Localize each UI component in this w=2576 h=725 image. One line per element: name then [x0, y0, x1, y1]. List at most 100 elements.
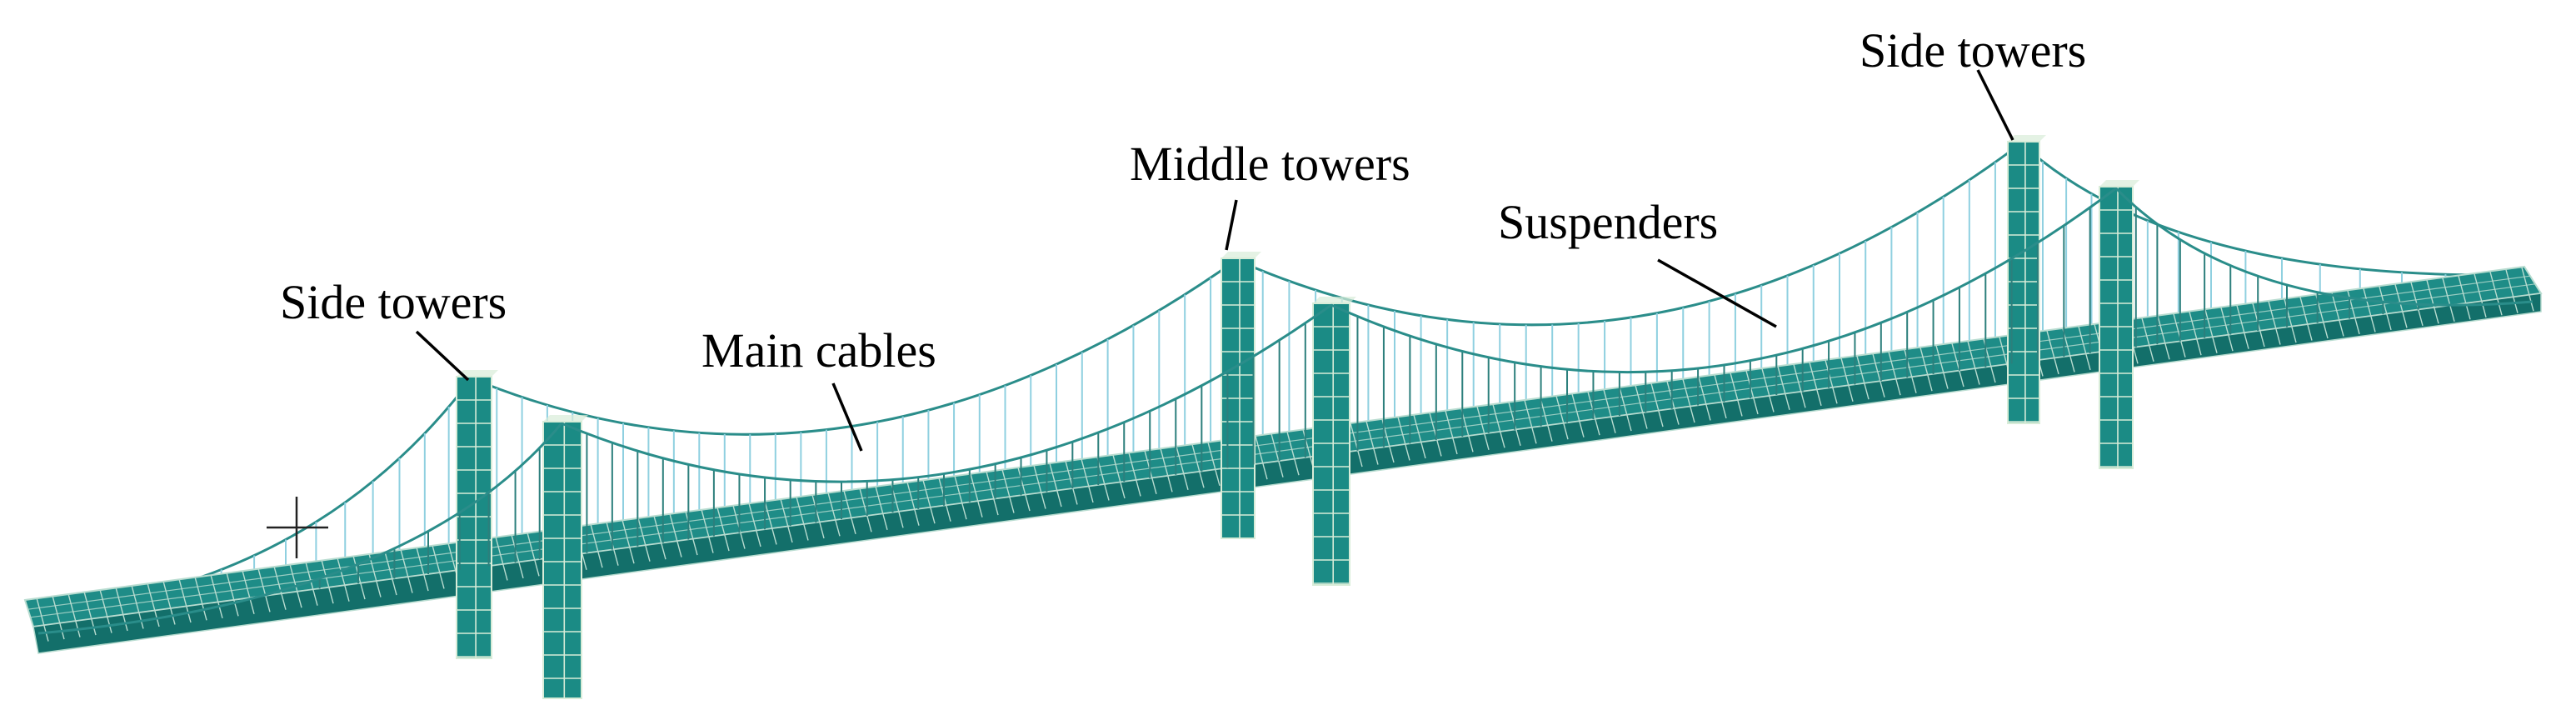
deck-segment-line — [1571, 393, 1585, 438]
deck-segment-line — [970, 473, 983, 518]
leader-suspenders — [1657, 258, 1777, 328]
deck-segment-line — [811, 494, 825, 539]
deck-segment-line — [1445, 410, 1458, 455]
deck-segment-line — [653, 515, 666, 560]
tower-side-right-front — [2099, 180, 2139, 469]
deck-segment-line — [2236, 305, 2249, 349]
deck-segment-line — [1033, 465, 1046, 509]
deck-segment-line — [1365, 421, 1379, 465]
tower-cap — [1313, 297, 1356, 303]
deck-segment-line — [1666, 381, 1680, 425]
deck-segment-line — [1271, 433, 1284, 478]
deck-segment-line — [2474, 273, 2487, 318]
deck-segment-line — [2268, 301, 2281, 345]
deck-segment-line — [210, 574, 223, 619]
deck-segment-line — [511, 534, 524, 579]
deck-segment-line — [2331, 292, 2344, 337]
deck-segment-line — [764, 501, 777, 545]
deck-segment-line — [1809, 362, 1822, 406]
tower-shaft — [456, 376, 492, 659]
deck-segment-line — [1730, 372, 1743, 417]
deck-segment-line — [875, 486, 888, 530]
deck-segment-line — [162, 581, 176, 625]
deck-segment-line — [2442, 278, 2455, 322]
deck-segment-line — [2505, 269, 2519, 313]
leader-lines — [415, 69, 2014, 452]
deck-segment-line — [2458, 276, 2471, 320]
deck-segment-line — [1081, 458, 1094, 503]
deck-segment-line — [2062, 328, 2075, 372]
deck-segment-line — [178, 578, 192, 623]
deck-segment-line — [796, 497, 809, 541]
deck-segment-line — [1682, 378, 1695, 423]
leader-main-cables — [831, 382, 863, 452]
label-suspenders: Suspenders — [1498, 195, 1718, 249]
deck-segment-line — [1065, 461, 1078, 505]
main-cable-front — [561, 303, 1332, 483]
deck-segment-line — [368, 553, 382, 598]
deck-segment-line — [1761, 368, 1775, 412]
deck-segment-line — [1650, 382, 1664, 428]
tower-side-left-front — [542, 415, 588, 699]
deck-segment-line — [748, 502, 761, 548]
deck-segment-line — [1745, 370, 1759, 415]
deck-segment-line — [906, 482, 920, 526]
tower-side-right-back — [2007, 135, 2046, 424]
deck-segment-line — [2426, 280, 2439, 324]
tower-shaft — [2099, 186, 2134, 469]
deck-segment-line — [701, 509, 714, 553]
deck-segment-line — [2078, 326, 2091, 371]
deck-segment-line — [827, 492, 841, 537]
deck-segment-line — [337, 558, 350, 602]
deck-segment-line — [1128, 452, 1141, 497]
deck-segment-line — [2157, 316, 2170, 360]
towers — [456, 135, 2139, 699]
deck-segment-line — [1017, 467, 1031, 512]
deck-segment-line — [1460, 408, 1474, 452]
main-cable-front — [37, 422, 563, 635]
deck-segment-line — [1476, 406, 1490, 451]
deck-segment-line — [2394, 284, 2408, 328]
deck-segment-line — [1635, 385, 1648, 429]
deck-segment-line — [2363, 288, 2376, 332]
deck-segment-line — [1793, 364, 1806, 408]
main-cable-front — [1330, 187, 2117, 374]
deck-segment-line — [1872, 353, 1885, 398]
deck-segment-line — [1555, 396, 1569, 440]
deck-segment-line — [954, 475, 967, 520]
main-cable-front — [2114, 187, 2534, 307]
crosshair-cursor-icon — [267, 497, 328, 558]
tower-cap — [1221, 252, 1261, 258]
deck-segment-line — [859, 488, 872, 532]
deck-segment-line — [321, 559, 334, 604]
label-main-cables: Main cables — [701, 323, 936, 378]
deck-segment-line — [1397, 417, 1410, 461]
main-cable-back — [2019, 142, 2492, 277]
deck-segment-line — [527, 532, 540, 577]
deck-segment-line — [1001, 469, 1015, 513]
label-side-towers-right: Side towers — [1860, 23, 2086, 78]
leader-side-towers-right — [1976, 69, 2014, 141]
deck-segment-line — [273, 566, 287, 610]
tower-side-left-back — [456, 370, 498, 659]
leader-middle-towers — [1225, 199, 1238, 251]
deck-segment-line — [1191, 444, 1205, 488]
front-cable-layer — [37, 187, 2534, 635]
deck-segment-line — [1413, 414, 1426, 459]
deck-segment-line — [257, 568, 271, 612]
deck-segment-line — [1176, 446, 1189, 490]
deck-segment-line — [2521, 268, 2534, 312]
deck-segment-line — [637, 518, 651, 562]
deck-segment-line — [780, 498, 793, 543]
deck-segment-line — [2379, 286, 2392, 331]
main-cable-back — [1236, 142, 2022, 327]
deck-segment-line — [2299, 297, 2313, 341]
deck-segment-line — [922, 480, 936, 524]
deck-segment-line — [1524, 400, 1537, 444]
label-middle-towers: Middle towers — [1130, 137, 1410, 191]
deck-segment-line — [1967, 341, 1980, 385]
tower-cap — [457, 370, 498, 377]
deck-segment-line — [1255, 436, 1268, 480]
deck-segment-line — [2489, 272, 2503, 316]
